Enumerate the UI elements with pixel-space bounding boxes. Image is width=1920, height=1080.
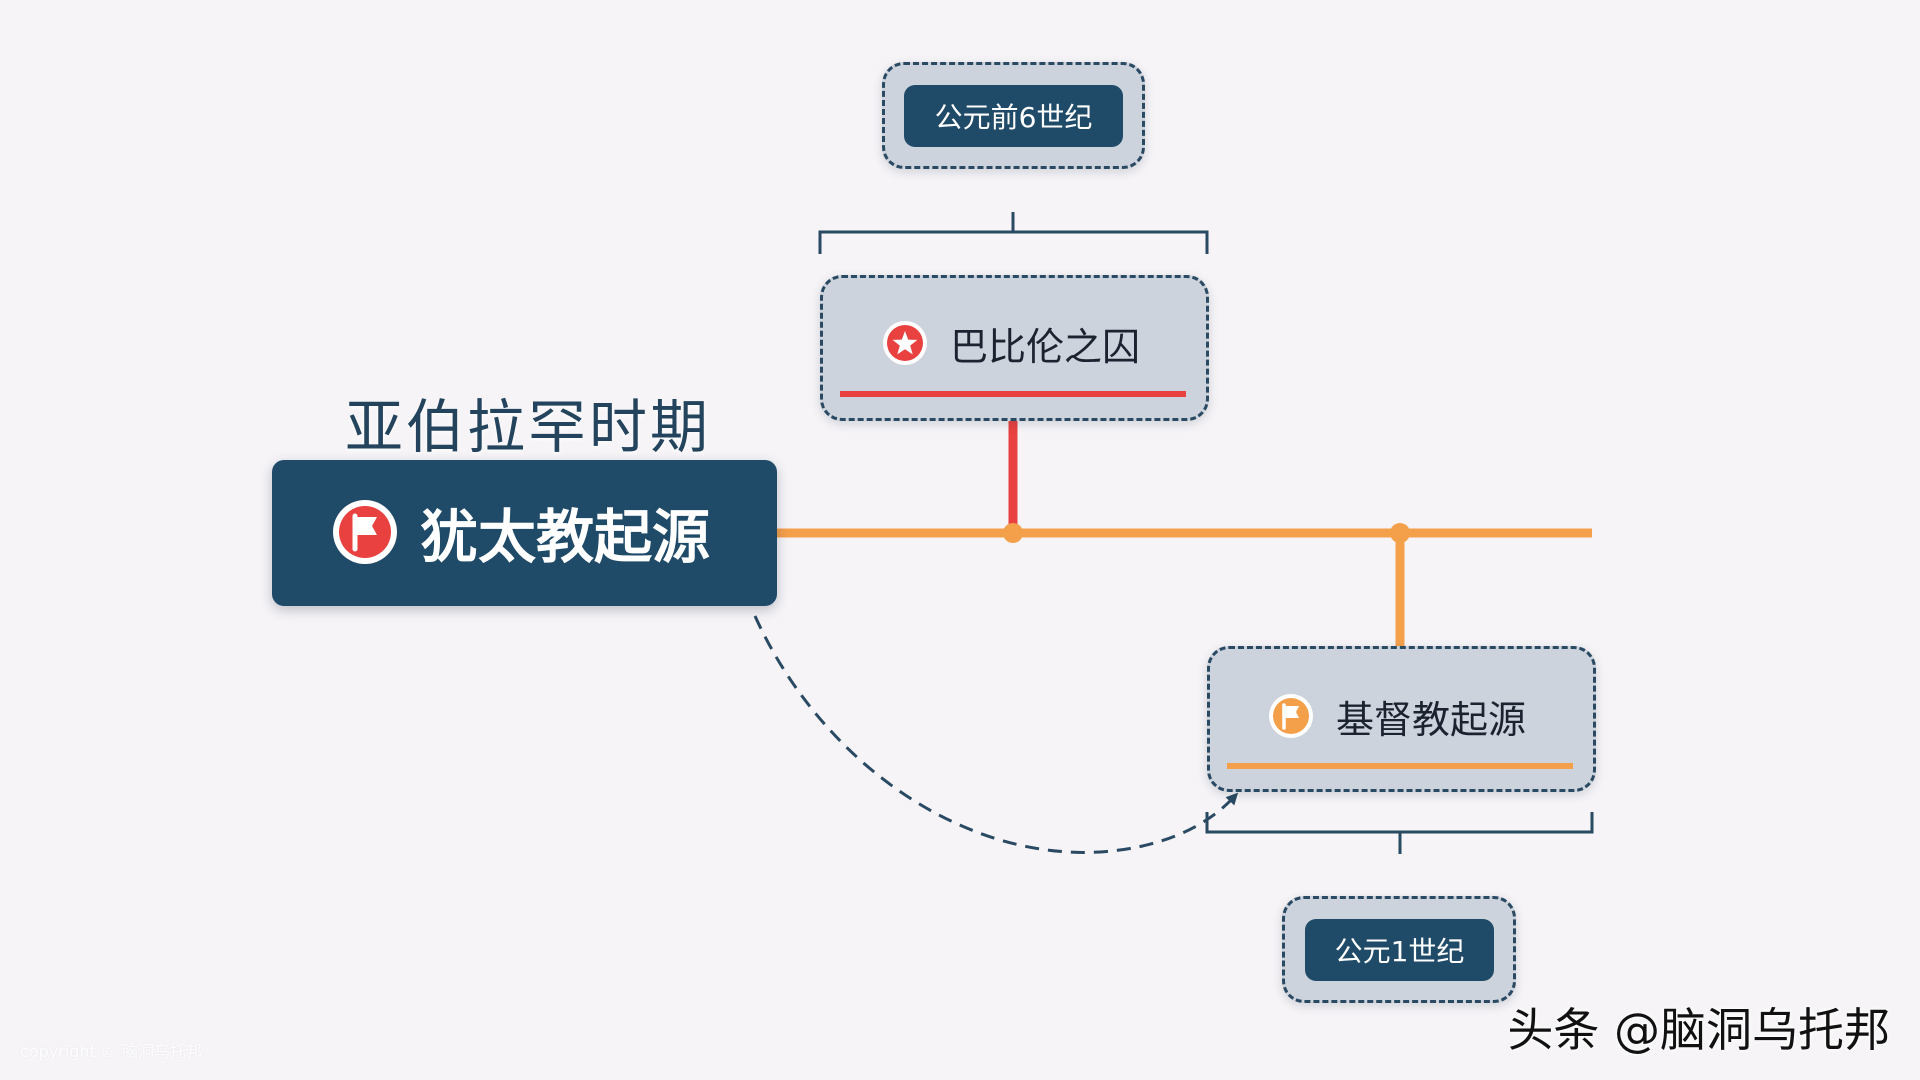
root-node-label-group[interactable]: 犹太教起源	[330, 486, 710, 578]
relationship-arrow	[753, 615, 1239, 854]
babylon-node-label: 巴比伦之囚	[950, 324, 1141, 369]
watermark: 头条 @脑洞乌托邦	[1507, 1003, 1890, 1057]
flag-icon	[1269, 694, 1313, 738]
babylon-date-pill[interactable]: 公元前6世纪	[904, 85, 1123, 147]
babylon-node-label-group: 巴比伦之囚	[882, 317, 1140, 369]
christianity-node-label-group: 基督教起源	[1268, 690, 1526, 742]
babylon-date-bracket	[818, 212, 1209, 254]
period-title: 亚伯拉罕时期	[345, 393, 712, 461]
star-icon	[883, 321, 927, 365]
christianity-underline	[1227, 763, 1573, 769]
christianity-date-bracket	[1205, 812, 1594, 854]
christianity-junction-dot	[1390, 523, 1410, 543]
christianity-date-pill[interactable]: 公元1世纪	[1305, 919, 1494, 981]
christianity-node-label: 基督教起源	[1336, 697, 1527, 742]
babylon-junction-dot	[1003, 523, 1023, 543]
flag-icon	[333, 500, 397, 564]
copyright-text: copyright © 脑洞乌托邦	[20, 1042, 202, 1061]
root-node-label: 犹太教起源	[420, 503, 711, 571]
babylon-underline	[840, 391, 1186, 397]
